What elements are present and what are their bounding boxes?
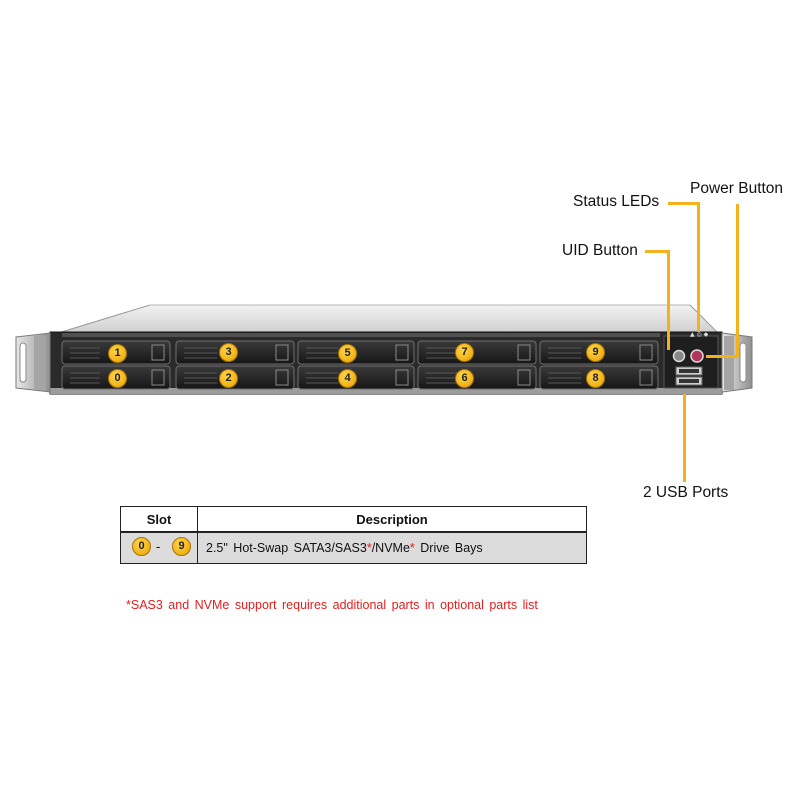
slot-from-badge: 0	[132, 536, 151, 556]
bay-badge: 6	[455, 369, 474, 388]
desc-text-3: Drive Bays	[414, 541, 483, 555]
drive-latch	[275, 344, 289, 361]
bay-badge: 5	[338, 344, 357, 363]
usb-port-icon	[675, 366, 703, 386]
bay-badge: 8	[586, 369, 605, 388]
description-cell: 2.5" Hot-Swap SATA3/SAS3*/NVMe* Drive Ba…	[197, 531, 587, 564]
desc-text-2: /NVMe	[371, 541, 410, 555]
desc-text-1: 2.5" Hot-Swap SATA3/SAS3	[206, 541, 367, 555]
drive-latch	[395, 344, 409, 361]
footnote: *SAS3 and NVMe support requires addition…	[126, 598, 538, 612]
uid-button-label: UID Button	[562, 242, 638, 259]
status-leds-line-v	[697, 202, 700, 332]
table-row: 0 - 9 2.5" Hot-Swap SATA3/SAS3*/NVMe* Dr…	[120, 531, 587, 564]
status-leds-line-h	[668, 202, 700, 205]
drive-latch	[151, 344, 165, 361]
header-description: Description	[197, 506, 587, 533]
bay-badge: 2	[219, 369, 238, 388]
drive-latch	[639, 344, 653, 361]
bay-badge: 0	[108, 369, 127, 388]
vent-grill	[62, 333, 660, 337]
drive-latch	[639, 369, 653, 386]
uid-button-line-h	[645, 250, 670, 253]
drive-latch	[275, 369, 289, 386]
uid-icon	[672, 349, 686, 363]
status-leds-label: Status LEDs	[573, 193, 660, 210]
drive-latch	[151, 369, 165, 386]
bay-badge: 4	[338, 369, 357, 388]
header-slot: Slot	[120, 506, 198, 533]
right-rack-ear	[721, 332, 753, 393]
desc-asterisk-1: *	[366, 541, 372, 555]
drive-latch	[517, 344, 531, 361]
svg-text:▲ ◎ ◆: ▲ ◎ ◆	[690, 331, 709, 338]
usb-ports-label: 2 USB Ports	[643, 484, 729, 501]
bay-badge: 9	[586, 343, 605, 362]
power-button-label: Power Button	[690, 180, 784, 197]
drive-latch	[395, 369, 409, 386]
bay-badge: 7	[455, 343, 474, 362]
slot-table: Slot Description 0 - 9 2.5" Hot-Swap SAT…	[120, 506, 587, 564]
chassis-top	[57, 304, 720, 334]
slot-range-cell: 0 - 9	[120, 531, 198, 564]
power-button-line-v	[736, 204, 739, 358]
table-header-row: Slot Description	[120, 506, 587, 533]
status-led-icons: ▲ ◎ ◆	[690, 331, 709, 338]
usb-ports-line-v	[683, 394, 686, 482]
bay-badge: 1	[108, 344, 127, 363]
bay-badge: 3	[219, 343, 238, 362]
power-icon	[690, 349, 704, 363]
power-button-line-h	[706, 355, 739, 358]
desc-asterisk-2: *	[409, 541, 415, 555]
uid-button-line-v	[667, 250, 670, 350]
slot-to-badge: 9	[172, 536, 191, 556]
drive-latch	[517, 369, 531, 386]
left-rack-ear	[15, 332, 51, 393]
slot-dash: -	[156, 538, 161, 554]
